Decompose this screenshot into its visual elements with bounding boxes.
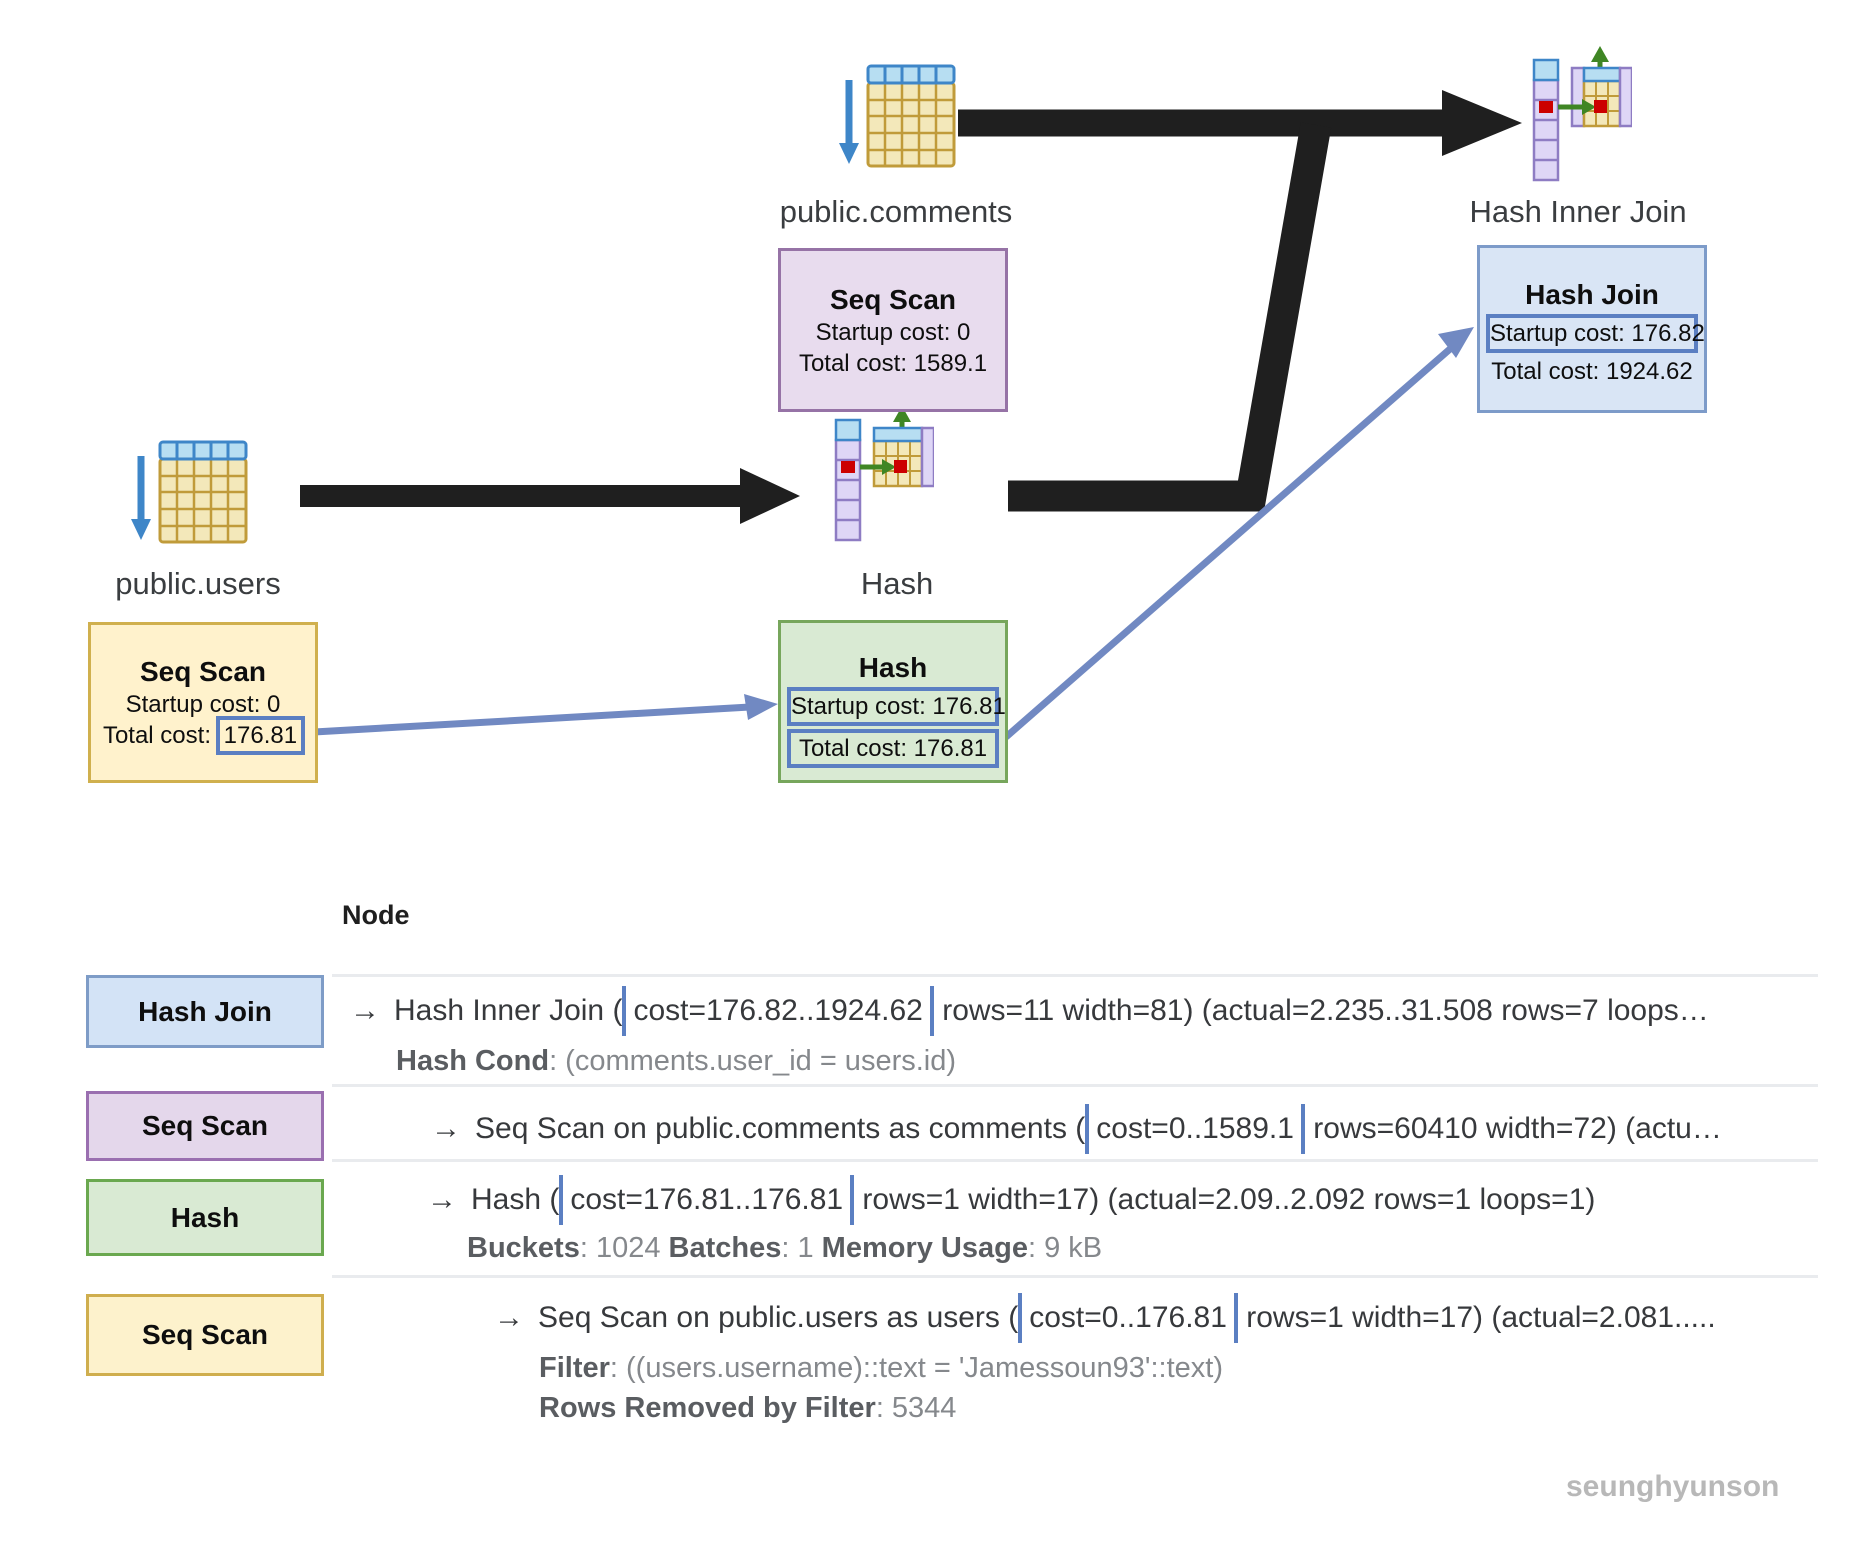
watermark: seunghyunson xyxy=(1566,1470,1780,1503)
node-badge-hash-join[interactable]: Hash Join xyxy=(86,975,324,1048)
annotation-arrow-users-cost-to-hash xyxy=(313,694,778,736)
row-text-suffix: rows=1 width=17) (actual=2.09..2.092 row… xyxy=(854,1183,1596,1216)
flow-arrow-comments-to-join xyxy=(958,90,1522,156)
detail-label: Memory Usage xyxy=(821,1232,1028,1264)
row-text-suffix: rows=60410 width=72) (actu… xyxy=(1304,1112,1722,1145)
row-text-suffix: rows=1 width=17) (actual=2.081..... xyxy=(1237,1301,1716,1334)
annotation-arrow-hash-cost-to-join xyxy=(1003,327,1474,740)
node-badge-hash[interactable]: Hash xyxy=(86,1179,324,1256)
detail-text: : 1024 xyxy=(579,1232,669,1264)
detail-label: Buckets xyxy=(467,1232,580,1264)
node-title: Seq Scan xyxy=(139,656,267,687)
join-node-label: Hash Inner Join xyxy=(1469,194,1687,229)
cost-highlight: cost=0..176.81 xyxy=(1018,1293,1238,1343)
node-column-header: Node xyxy=(342,900,410,930)
row-divider xyxy=(332,1275,1818,1278)
detail-text: : ((users.username)::text = 'Jamessoun93… xyxy=(609,1352,1223,1384)
row-arrow-icon: → xyxy=(494,1301,524,1334)
startup-cost-highlight: Startup cost: 176.82 xyxy=(1486,314,1705,353)
detail-label: Filter xyxy=(539,1352,610,1384)
detail-text: : 9 kB xyxy=(1027,1232,1103,1264)
detail-text: : (comments.user_id = users.id) xyxy=(549,1045,957,1077)
startup-cost-line: Startup cost: 0 xyxy=(125,691,281,718)
row-arrow-icon: → xyxy=(431,1112,461,1145)
table-row[interactable]: → Hash (cost=176.81..176.81 rows=1 width=… xyxy=(342,1175,1862,1267)
hash-join-node-box[interactable]: Hash Join Startup cost: 176.82 Total cos… xyxy=(1477,245,1707,413)
detail-text: : 1 xyxy=(781,1232,822,1264)
comments-table-scan-icon xyxy=(839,64,956,168)
detail-label: Rows Removed by Filter xyxy=(539,1392,876,1424)
total-cost-line: Total cost: 1589.1 xyxy=(798,350,988,377)
cost-highlight: cost=0..1589.1 xyxy=(1085,1104,1305,1154)
detail-label: Batches xyxy=(668,1232,782,1264)
comments-table-label: public.comments xyxy=(779,194,1013,229)
row-text-prefix: Seq Scan on public.users as users ( xyxy=(538,1301,1019,1334)
total-cost-highlight: Total cost: 176.81 xyxy=(787,729,999,768)
hash-node-box[interactable]: Hash Startup cost: 176.81 Total cost: 17… xyxy=(778,620,1008,783)
node-title: Hash xyxy=(858,652,928,683)
table-row[interactable]: → Hash Inner Join (cost=176.82..1924.62 r… xyxy=(342,986,1862,1080)
seq-scan-users-node-box[interactable]: Seq Scan Startup cost: 0 Total cost: 176… xyxy=(88,622,318,783)
detail-text: : 5344 xyxy=(875,1392,957,1424)
row-divider xyxy=(332,1084,1818,1087)
table-row[interactable]: → Seq Scan on public.users as users (cost… xyxy=(342,1293,1862,1427)
cost-highlight: cost=176.81..176.81 xyxy=(559,1175,855,1225)
flow-arrow-users-to-hash xyxy=(300,468,800,524)
detail-label: Hash Cond xyxy=(396,1045,550,1077)
row-text-prefix: Hash Inner Join ( xyxy=(394,994,623,1027)
users-table-scan-icon xyxy=(131,440,248,544)
hash-node-label: Hash xyxy=(860,566,934,601)
row-arrow-icon: → xyxy=(350,994,380,1027)
hash-join-icon xyxy=(1532,46,1632,182)
hash-icon xyxy=(834,406,934,542)
diagram-arrows-layer xyxy=(300,90,1522,740)
row-divider xyxy=(332,974,1818,977)
row-text-prefix: Seq Scan on public.comments as comments … xyxy=(475,1112,1086,1145)
table-row[interactable]: → Seq Scan on public.comments as comments… xyxy=(342,1104,1862,1154)
users-table-label: public.users xyxy=(115,566,281,601)
node-badge-seq-scan-comments[interactable]: Seq Scan xyxy=(86,1091,324,1161)
row-arrow-icon: → xyxy=(427,1183,457,1216)
node-badge-seq-scan-users[interactable]: Seq Scan xyxy=(86,1294,324,1376)
total-cost-line: Total cost: 1924.62 xyxy=(1491,358,1693,385)
startup-cost-line: Startup cost: 0 xyxy=(815,319,971,346)
total-cost-label: Total cost: xyxy=(102,722,218,749)
node-title: Hash Join xyxy=(1525,279,1659,310)
node-title: Seq Scan xyxy=(829,284,957,315)
row-text-prefix: Hash ( xyxy=(471,1183,560,1216)
seq-scan-comments-node-box[interactable]: Seq Scan Startup cost: 0 Total cost: 158… xyxy=(778,248,1008,412)
row-text-suffix: rows=11 width=81) (actual=2.235..31.508 … xyxy=(933,994,1709,1027)
total-cost-value-highlight: 176.81 xyxy=(215,716,306,755)
total-cost-line: Total cost: 176.81 xyxy=(91,716,315,755)
row-divider xyxy=(332,1159,1818,1162)
startup-cost-highlight: Startup cost: 176.81 xyxy=(787,687,1006,726)
flow-arrow-hash-to-join xyxy=(1008,122,1332,512)
cost-highlight: cost=176.82..1924.62 xyxy=(622,986,934,1036)
